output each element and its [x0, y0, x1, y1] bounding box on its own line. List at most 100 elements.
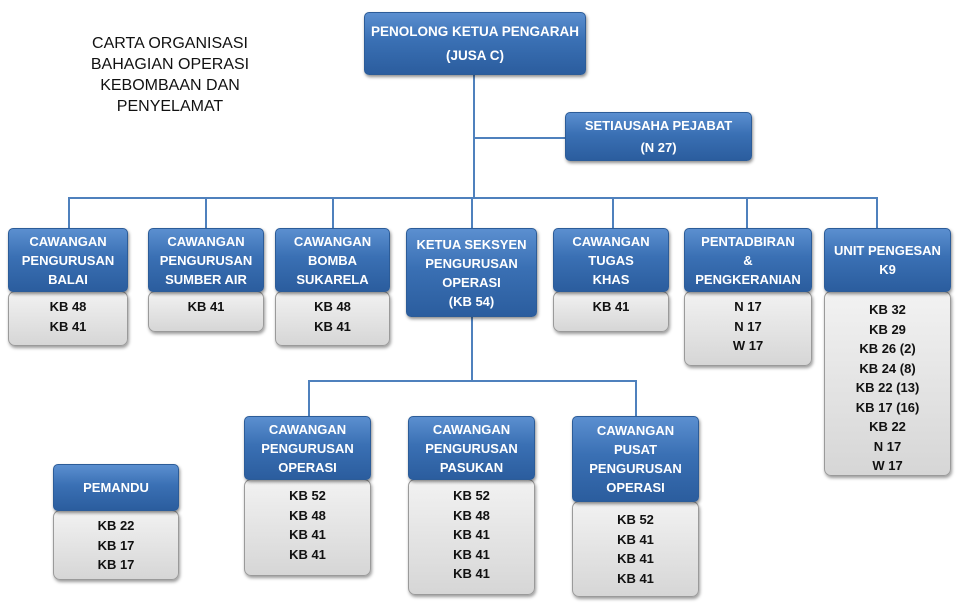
node-title: K9: [879, 262, 896, 277]
connector-ketua-vertical: [471, 316, 473, 382]
grade: KB 41: [617, 551, 654, 566]
node-title: CAWANGAN: [432, 421, 511, 437]
grade: KB 29: [869, 321, 906, 337]
node-title: PASUKAN: [439, 459, 504, 475]
grade: N 17: [873, 438, 902, 454]
node-title: CAWANGAN: [572, 233, 650, 249]
node-k9: UNIT PENGESAN K9 KB 32 KB 29 KB 26 (2) K…: [824, 228, 951, 476]
connector-drop: [205, 197, 207, 229]
title-line: KEBOMBAAN DAN: [100, 77, 240, 94]
grade: N 17: [734, 299, 762, 314]
node-balai: CAWANGAN PENGURUSAN BALAI KB 48 KB 41: [8, 228, 128, 346]
grade-list: KB 22 KB 17 KB 17: [53, 510, 179, 580]
grade: KB 32: [869, 302, 906, 317]
grade: KB 48: [289, 507, 326, 523]
connector-drop: [746, 197, 748, 229]
connector-drop: [68, 197, 70, 229]
node-title: OPERASI: [442, 274, 501, 290]
node-operasi: CAWANGAN PENGURUSAN OPERASI KB 52 KB 48 …: [244, 416, 371, 576]
node-title: SUKARELA: [296, 271, 369, 287]
title-line: PENYELAMAT: [116, 98, 224, 115]
node-secretary: SETIAUSAHA PEJABAT (N 27): [565, 112, 752, 161]
grade-list: KB 52 KB 48 KB 41 KB 41 KB 41: [408, 479, 535, 595]
node-title: PENTADBIRAN: [701, 233, 795, 249]
node-bomba-sukarela: CAWANGAN BOMBA SUKARELA KB 48 KB 41: [275, 228, 390, 346]
grade: KB 41: [592, 299, 630, 314]
grade-list: N 17 N 17 W 17: [684, 291, 812, 366]
node-pemandu: PEMANDU KB 22 KB 17 KB 17: [53, 464, 179, 580]
grade: W 17: [872, 458, 903, 473]
node-title: UNIT PENGESAN: [834, 243, 941, 258]
grade: KB 52: [617, 512, 654, 527]
grade-list: KB 48 KB 41: [8, 291, 128, 346]
grade: KB 17: [97, 557, 135, 572]
node-title: CAWANGAN: [293, 233, 372, 249]
node-title: PUSAT: [613, 442, 658, 457]
grade: KB 48: [314, 299, 351, 314]
node-title: PENGURUSAN: [425, 255, 518, 271]
grade: KB 26 (2): [859, 341, 916, 356]
node-title: PENGURUSAN: [589, 461, 682, 476]
node-title: KHAS: [592, 271, 630, 287]
grade-list: KB 52 KB 48 KB 41 KB 41: [244, 479, 371, 576]
node-title: (KB 54): [448, 293, 495, 309]
node-title: &: [743, 252, 753, 268]
connector-row1-horizontal: [68, 197, 878, 199]
node-title: CAWANGAN: [29, 233, 107, 249]
grade: KB 24 (8): [859, 360, 916, 376]
node-title: CAWANGAN: [596, 423, 675, 438]
node-title: CAWANGAN: [167, 233, 245, 249]
node-sumber-air: CAWANGAN PENGURUSAN SUMBER AIR KB 41: [148, 228, 264, 332]
grade: KB 17 (16): [855, 399, 920, 415]
grade-list: KB 41: [148, 291, 264, 332]
node-title: (N 27): [640, 139, 677, 155]
grade-list: KB 32 KB 29 KB 26 (2) KB 24 (8) KB 22 (1…: [824, 291, 951, 476]
connector-row2-horizontal: [308, 380, 637, 382]
grade: KB 48: [453, 507, 490, 523]
grade: KB 41: [289, 527, 326, 542]
grade: KB 41: [617, 570, 654, 586]
node-title: BOMBA: [307, 252, 358, 268]
title-line: BAHAGIAN OPERASI: [90, 56, 250, 73]
grade: KB 22 (13): [855, 380, 920, 395]
connector-drop: [332, 197, 334, 229]
connector-drop: [308, 380, 310, 417]
node-title: BALAI: [48, 271, 88, 287]
node-title: PENGURUSAN: [261, 440, 354, 456]
chart-title: CARTA ORGANISASI BAHAGIAN OPERASI KEBOMB…: [70, 33, 270, 117]
node-title: KETUA SEKSYEN: [416, 236, 527, 252]
connector-drop: [471, 197, 473, 229]
node-title: PENGURUSAN: [21, 252, 115, 268]
node-title: (JUSA C): [445, 47, 504, 63]
grade: KB 41: [617, 531, 654, 547]
node-title: OPERASI: [278, 459, 337, 475]
grade: KB 41: [453, 566, 490, 581]
grade: KB 41: [49, 318, 87, 334]
node-title: PENGURUSAN: [425, 440, 518, 456]
grade: KB 22: [869, 419, 906, 434]
connector-drop: [635, 380, 637, 417]
grade: KB 52: [289, 488, 326, 503]
grade-list: KB 48 KB 41: [275, 291, 390, 346]
node-title: PEMANDU: [83, 480, 149, 495]
grade: N 17: [734, 318, 762, 334]
grade-list: KB 52 KB 41 KB 41 KB 41: [572, 501, 699, 597]
grade: KB 41: [289, 546, 326, 562]
node-title: CAWANGAN: [268, 421, 347, 437]
node-title: SUMBER AIR: [165, 271, 247, 287]
node-title: PENGURUSAN: [159, 252, 253, 268]
connector-drop: [876, 197, 878, 229]
grade: KB 41: [453, 527, 490, 542]
node-pasukan: CAWANGAN PENGURUSAN PASUKAN KB 52 KB 48 …: [408, 416, 535, 595]
node-title: PENGKERANIAN: [695, 271, 801, 287]
node-title: PENOLONG KETUA PENGARAH: [370, 23, 579, 39]
grade: KB 52: [453, 488, 490, 503]
grade: KB 41: [453, 546, 490, 562]
grade-list: KB 41: [553, 291, 669, 332]
connector-drop: [612, 197, 614, 229]
node-top: PENOLONG KETUA PENGARAH (JUSA C): [364, 12, 586, 75]
grade: KB 41: [314, 318, 351, 334]
grade: KB 22: [97, 518, 135, 533]
grade: KB 17: [97, 537, 135, 553]
node-tugas-khas: CAWANGAN TUGAS KHAS KB 41: [553, 228, 669, 332]
